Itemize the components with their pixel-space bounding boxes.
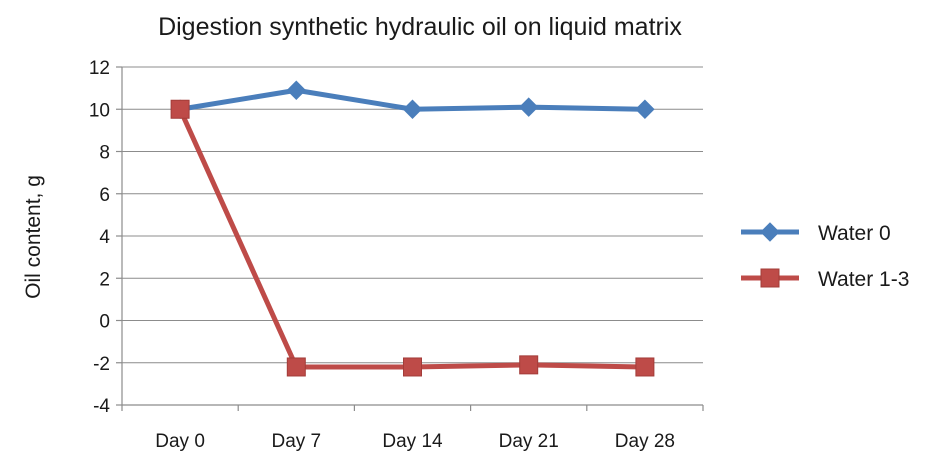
legend-label: Water 1-3 bbox=[818, 268, 909, 291]
data-point bbox=[518, 97, 539, 117]
y-tick-label: 10 bbox=[89, 100, 110, 121]
y-tick-label: -4 bbox=[93, 396, 110, 417]
data-point bbox=[402, 99, 423, 119]
legend: Water 0 Water 1-3 bbox=[741, 222, 909, 291]
y-tick-label: 0 bbox=[99, 312, 110, 333]
series bbox=[170, 80, 655, 377]
x-tick-label: Day 14 bbox=[382, 431, 443, 452]
x-tick-label: Day 0 bbox=[155, 431, 205, 452]
data-point bbox=[286, 80, 307, 100]
chart-title: Digestion synthetic hydraulic oil on liq… bbox=[158, 13, 682, 41]
series-line bbox=[177, 106, 648, 370]
data-point bbox=[170, 99, 190, 119]
x-tick-labels: Day 0 Day 7 Day 14 Day 21 Day 28 bbox=[155, 431, 675, 452]
x-tick-label: Day 28 bbox=[615, 431, 675, 452]
axes bbox=[116, 66, 704, 411]
legend-swatch-marker bbox=[760, 268, 780, 288]
x-tick-label: Day 7 bbox=[271, 431, 321, 452]
y-tick-label: 4 bbox=[99, 227, 110, 248]
y-tick-label: -2 bbox=[93, 354, 110, 375]
data-point bbox=[519, 355, 539, 375]
legend-item: Water 0 bbox=[741, 222, 891, 245]
legend-label: Water 0 bbox=[818, 222, 891, 245]
data-point bbox=[635, 357, 655, 377]
x-tick-label: Day 21 bbox=[499, 431, 559, 452]
series-water-0 bbox=[170, 80, 655, 119]
legend-item: Water 1-3 bbox=[741, 268, 909, 291]
y-tick-label: 6 bbox=[99, 185, 110, 206]
y-tick-label: 8 bbox=[99, 143, 110, 164]
data-point bbox=[403, 357, 422, 377]
legend-swatch-marker bbox=[760, 222, 780, 242]
data-point bbox=[635, 99, 655, 119]
y-axis-label: Oil content, g bbox=[22, 175, 45, 299]
y-tick-labels: -4 -2 0 2 4 6 8 10 12 bbox=[89, 58, 111, 417]
y-tick-label: 2 bbox=[99, 269, 110, 290]
data-point bbox=[286, 357, 306, 377]
series-water-1-3 bbox=[170, 99, 655, 377]
y-tick-label: 12 bbox=[89, 58, 110, 79]
